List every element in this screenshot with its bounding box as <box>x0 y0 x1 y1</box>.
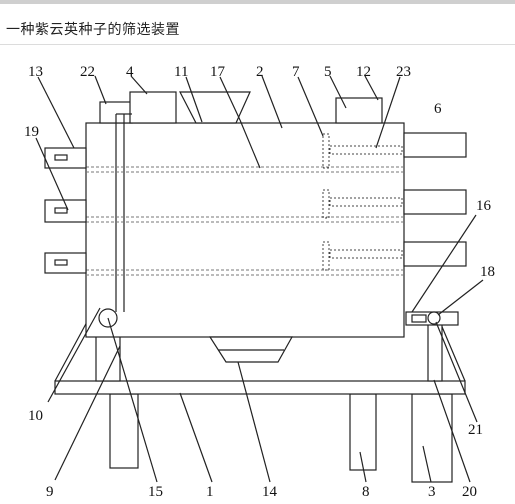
right-outlet-1 <box>403 132 467 158</box>
leader-7 <box>297 76 324 137</box>
callout-12: 12 <box>356 64 371 80</box>
motor-4 <box>129 91 177 124</box>
brace-right <box>439 321 466 382</box>
callout-4: 4 <box>126 64 134 80</box>
left-outlet-3-slot <box>54 259 68 266</box>
leader-11 <box>185 76 203 123</box>
push-rod-1 <box>329 145 403 155</box>
leader-20 <box>433 379 471 483</box>
push-plate-3 <box>322 241 330 271</box>
leader-3 <box>422 445 432 483</box>
leader-5 <box>329 75 347 109</box>
callout-1: 1 <box>206 484 214 500</box>
callout-22: 22 <box>80 64 95 80</box>
leader-19 <box>35 137 69 211</box>
callout-16: 16 <box>476 198 492 214</box>
right-outlet-2 <box>403 189 467 215</box>
seed-screening-device-diagram: 13 22 4 11 17 2 7 5 12 23 6 19 16 18 10 … <box>24 64 495 500</box>
screening-box <box>85 122 405 338</box>
leader-2 <box>261 75 283 129</box>
callout-13: 13 <box>28 64 43 80</box>
brace-left <box>54 319 89 382</box>
left-outlet-2-slot <box>54 207 68 214</box>
callout-19: 19 <box>24 124 39 140</box>
push-rod-2 <box>329 197 403 207</box>
callout-3: 3 <box>428 484 436 500</box>
callout-5: 5 <box>324 64 332 80</box>
right-outlet-3 <box>403 241 467 267</box>
leader-10 <box>47 307 101 403</box>
leader-22 <box>94 75 107 105</box>
leader-21 <box>435 321 478 423</box>
callout-11: 11 <box>174 64 188 80</box>
callout-21: 21 <box>468 422 483 438</box>
leader-12 <box>364 75 379 101</box>
leader-4 <box>130 75 148 95</box>
leader-14 <box>237 361 271 483</box>
callout-23: 23 <box>396 64 411 80</box>
leader-16 <box>411 214 477 313</box>
push-plate-2 <box>322 189 330 219</box>
base-plate <box>54 380 466 395</box>
page-title: 一种紫云英种子的筛选装置 <box>6 22 180 38</box>
leader-17b <box>239 119 261 169</box>
callout-7: 7 <box>292 64 300 80</box>
leader-17a <box>219 76 241 121</box>
callout-20: 20 <box>462 484 477 500</box>
leader-13 <box>37 76 75 149</box>
slide-slot <box>411 314 427 323</box>
callout-18: 18 <box>480 264 495 280</box>
leg-left <box>109 393 139 469</box>
callout-2: 2 <box>256 64 264 80</box>
top-bar <box>0 0 515 4</box>
leader-9 <box>54 345 121 481</box>
leg-8 <box>349 393 377 471</box>
push-rod-3 <box>329 249 403 259</box>
callout-14: 14 <box>262 484 278 500</box>
callout-9: 9 <box>46 484 54 500</box>
leader-15 <box>107 317 158 483</box>
leader-8 <box>359 451 367 483</box>
left-outlet-1-slot <box>54 154 68 161</box>
callout-17: 17 <box>210 64 226 80</box>
leader-23 <box>375 76 401 149</box>
leader-18 <box>437 279 484 316</box>
callout-8: 8 <box>362 484 370 500</box>
leader-1 <box>179 392 213 483</box>
callout-10: 10 <box>28 408 43 424</box>
cam-21 <box>427 311 441 325</box>
title-divider <box>0 44 515 45</box>
leg-3 <box>411 393 453 483</box>
callout-15: 15 <box>148 484 163 500</box>
callout-6: 6 <box>434 101 442 117</box>
